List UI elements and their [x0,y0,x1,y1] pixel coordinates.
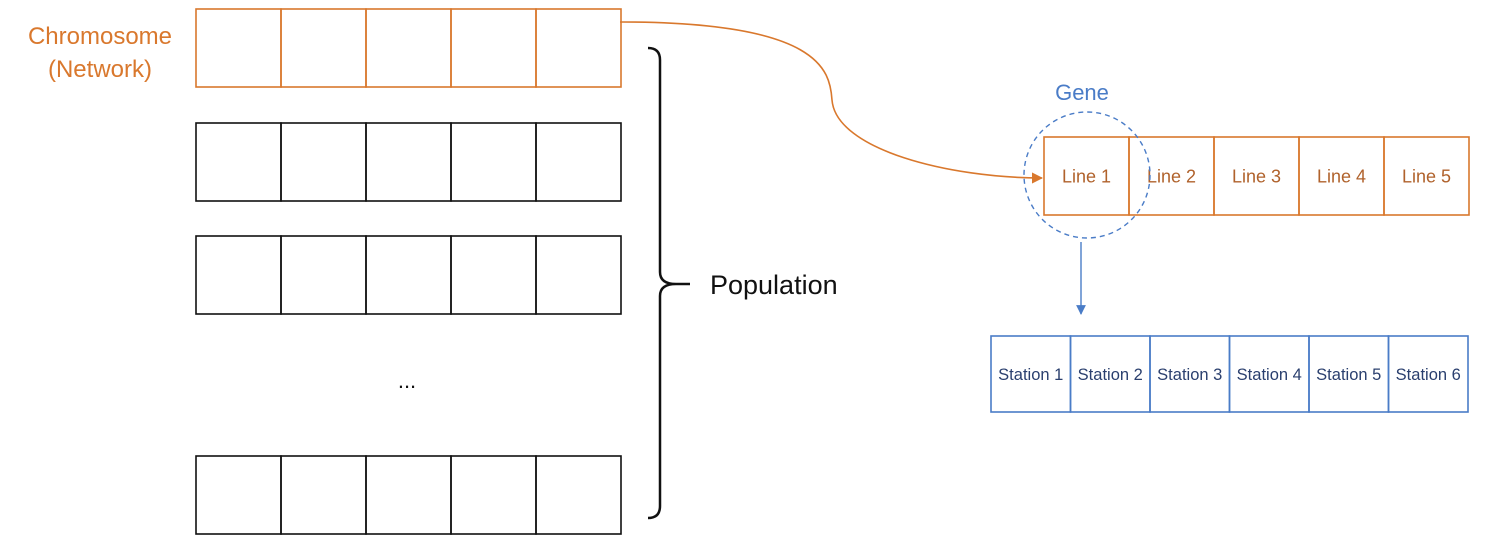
population-ellipsis: ... [398,368,416,393]
chromosome-cell [450,8,537,88]
gene-label: Gene [1055,80,1109,105]
population-cell [450,455,537,535]
line-label: Line 3 [1232,166,1281,186]
line-label: Line 4 [1317,166,1366,186]
chromosome-cell [535,8,622,88]
population-row [195,455,622,535]
population-cell [195,122,282,202]
population-cell [195,235,282,315]
population-cell [535,455,622,535]
station-label: Station 3 [1157,366,1222,384]
station-label: Station 4 [1237,366,1302,384]
chromosome-to-lines-connector [619,21,1044,184]
station-cell [1387,335,1469,413]
chromosome-label: Chromosome [28,23,172,50]
population-cell [280,122,367,202]
chromosome-cell [365,8,452,88]
line-label: Line 5 [1402,166,1451,186]
population-cell [280,455,367,535]
station-label: Station 2 [1078,366,1143,384]
population-row [195,122,622,202]
line-label: Line 1 [1062,166,1111,186]
population-row [195,235,622,315]
stations-row: Station 1 Station 2 Station 3 Station 4 Stat… [990,335,1469,413]
line-cell [1383,136,1470,216]
chromosome-cell [280,8,367,88]
population-cell [450,235,537,315]
station-label: Station 6 [1396,366,1461,384]
population-cell [195,455,282,535]
population-cell [365,235,452,315]
chromosome-row [195,8,622,88]
population-cell [280,235,367,315]
chromosome-cell [195,8,282,88]
lines-row: Line 1 Line 2 Line 3 Line 4 Line 5 [1043,136,1470,216]
gene-highlight-circle [1023,111,1151,239]
population-brace [647,46,677,520]
population-cell [365,455,452,535]
population-cell [535,122,622,202]
station-label: Station 5 [1316,366,1381,384]
station-label: Station 1 [998,366,1063,384]
population-cell [450,122,537,202]
population-cell [365,122,452,202]
population-cell [535,235,622,315]
line-label: Line 2 [1147,166,1196,186]
population-label: Population [710,270,838,300]
chromosome-sublabel: (Network) [48,56,152,83]
